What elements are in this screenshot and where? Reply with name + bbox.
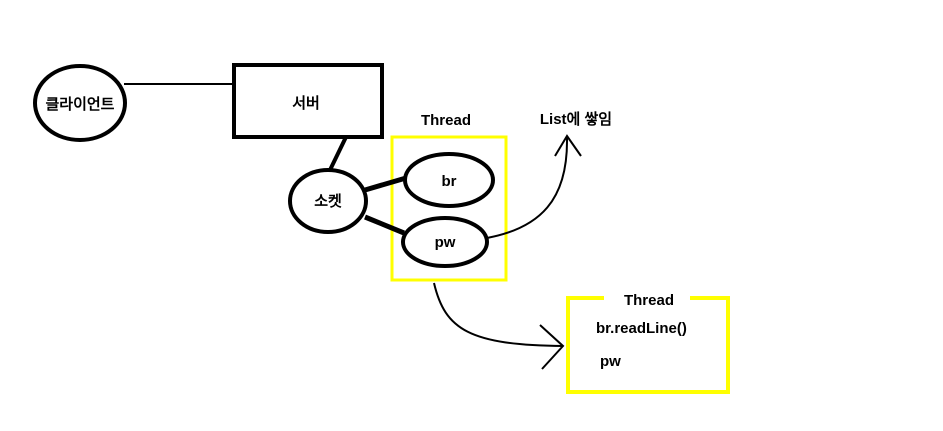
list-arrowhead xyxy=(554,134,582,157)
pw-node xyxy=(401,216,489,268)
client-node xyxy=(33,64,127,142)
socket-br-connector xyxy=(364,175,407,193)
socket-pw-connector xyxy=(364,214,405,236)
server-node xyxy=(232,63,384,139)
pw-to-list-arrow xyxy=(486,137,569,239)
list-label: List에 쌓임 xyxy=(540,111,612,128)
thread2-arrowhead xyxy=(539,324,565,370)
thread1-title: Thread xyxy=(421,112,471,129)
thread2-line1: br.readLine() xyxy=(596,320,687,337)
thread2-title: Thread xyxy=(624,292,674,309)
socket-node xyxy=(288,168,368,234)
socket-label: 소켓 xyxy=(314,193,342,210)
thread2-line2: pw xyxy=(600,353,621,370)
thread2-box xyxy=(566,296,730,394)
server-socket-connector xyxy=(328,136,348,171)
thread1-box xyxy=(390,135,508,282)
thread1-to-thread2-arrow xyxy=(433,282,564,347)
client-label: 클라이언트 xyxy=(45,95,114,113)
br-label: br xyxy=(442,173,457,190)
pw-label: pw xyxy=(435,234,456,251)
br-node xyxy=(403,152,495,208)
server-label: 서버 xyxy=(292,95,320,112)
